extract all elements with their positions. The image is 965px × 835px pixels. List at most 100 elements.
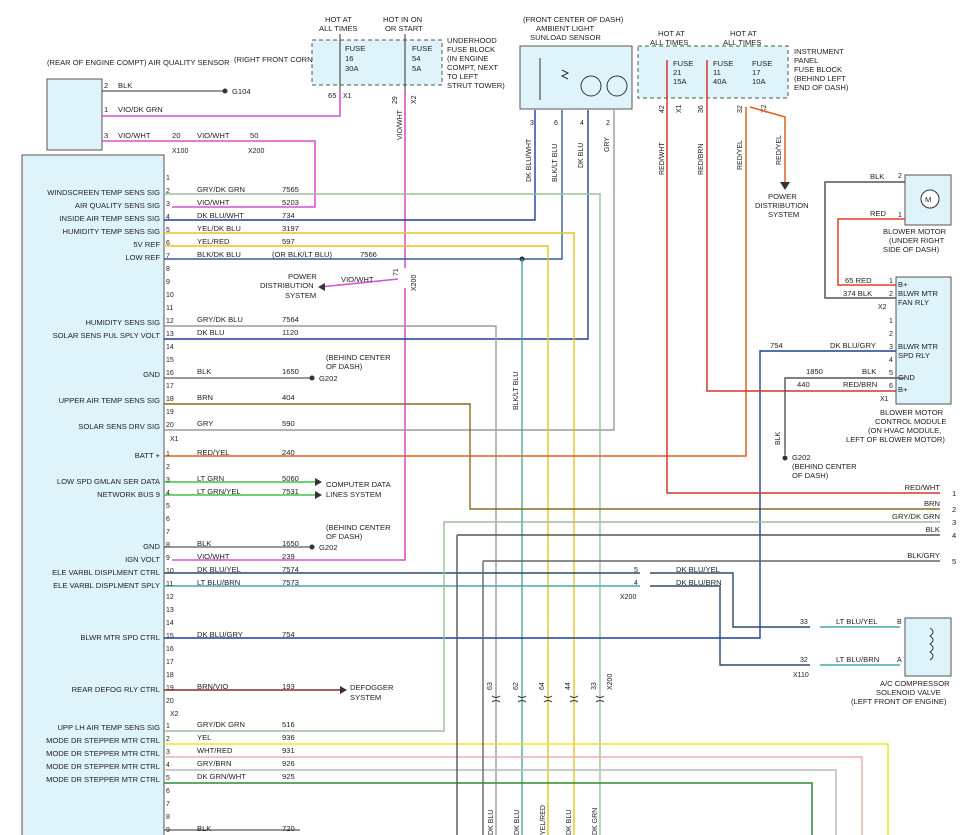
ecm-pin-label: IGN VOLT (125, 555, 160, 564)
ecm-pin-num: 1 (166, 723, 170, 730)
x200-pin-71: 71 (393, 268, 400, 276)
x200-pin-33: 33 (591, 682, 598, 690)
hot-all-times-1b: ALL TIMES (319, 24, 357, 33)
blk-lt-blu-vertical: BLK/LT BLU (513, 372, 520, 410)
sun-pin-4: 4 (580, 120, 584, 127)
behind-dash-c1: (BEHIND CENTER (792, 462, 857, 471)
sunload-title-1: (FRONT CENTER OF DASH) (523, 15, 624, 24)
arrow-icon-data-1 (315, 478, 322, 486)
bmcm-754: 754 (770, 341, 783, 350)
ecm-pin-num: 20 (166, 422, 174, 429)
wire-1850 (784, 377, 905, 455)
ecm-wire-circuit: 925 (282, 772, 295, 781)
ecm-pin-num: 8 (166, 542, 170, 549)
bmcm-pin-1b: 1 (889, 318, 893, 325)
wire-bm-red (837, 218, 905, 286)
bmcm-label-4: LEFT OF BLOWER MOTOR) (846, 435, 945, 444)
ecm-pin-num: 17 (166, 383, 174, 390)
fuse17-num: 17 (752, 68, 760, 77)
ecm-wire-color: LT GRN (197, 474, 224, 483)
wire-7564 (164, 325, 497, 835)
ecm-pin-num: 19 (166, 409, 174, 416)
bmcm-440-color: RED/BRN (843, 380, 877, 389)
ecm-pin-num: 13 (166, 331, 174, 338)
ecm-wire-color: BLK (197, 367, 211, 376)
ecm-wire-circuit: 404 (282, 393, 295, 402)
right-exit-num: 4 (952, 531, 956, 540)
ip-fuse-4: (BEHIND LEFT (794, 74, 846, 83)
aq-pin-1: 1 (104, 105, 108, 114)
ecm-pin-num: 4 (166, 762, 170, 769)
bmcm-spd-1: BLWR MTR (898, 342, 938, 351)
red-brn-vert: RED/BRN (698, 143, 705, 175)
ecm-wire-circuit: 7565 (282, 185, 299, 194)
photo-diode-icon-1 (580, 75, 602, 97)
power-dist-1b: DISTRIBUTION (260, 281, 314, 290)
ecm-wire-color: BRN (197, 393, 213, 402)
ecm-pin-num: 3 (166, 477, 170, 484)
underhood-label-4: COMPT, NEXT (447, 63, 498, 72)
behind-dash-c2: OF DASH) (792, 471, 829, 480)
ip-pin-42: 42 (659, 105, 666, 113)
behind-dash-b2: OF DASH) (326, 532, 363, 541)
ip-fuse-3: FUSE BLOCK (794, 65, 842, 74)
fuse17-amp: 10A (752, 77, 766, 86)
ecm-pin-label: MODE DR STEPPER MTR CTRL (46, 749, 160, 758)
ecm-pin-num: 11 (166, 305, 173, 312)
ecm-wire-circuit: 590 (282, 419, 295, 428)
aq-pin-3: 3 (104, 131, 108, 140)
ip-pin-32: 32 (737, 105, 744, 113)
ecm-wire-color: GRY/DK BLU (197, 315, 243, 324)
ecm-pin-num: 12 (166, 318, 174, 325)
ecm-pin-num: 7 (166, 801, 170, 808)
sun-wire-3-label: DK BLU/WHT (526, 138, 533, 182)
sunload-sensor (519, 45, 633, 110)
ecm-wire-color: BLK/DK BLU (197, 250, 241, 259)
photo-diode-icon-2 (606, 75, 628, 97)
bmcm-pin-6b: 6 (889, 383, 893, 390)
fuse21-amp: 15A (673, 77, 687, 86)
sun-wire-6-label: BLK/LT BLU (552, 144, 559, 182)
hot-on-start: HOT IN ON (383, 15, 422, 24)
bmcm-gnd: GND (898, 373, 915, 382)
bottom-label-5: DK GRN (592, 808, 599, 835)
sunload-title-3: SUNLOAD SENSOR (530, 33, 601, 42)
ecm-wire-color: DK BLU/YEL (197, 565, 241, 574)
fuse54-num: 54 (412, 54, 420, 63)
x200-label-c: X200 (620, 594, 636, 601)
power-dist-1a: POWER (288, 272, 317, 281)
wire-ign-lower (172, 288, 406, 561)
hot-on-start-b: OR START (385, 24, 423, 33)
ecm-pin-num: 19 (166, 685, 174, 692)
power-dist-vio-label: VIO/WHT (341, 275, 374, 284)
power-dist-2b: DISTRIBUTION (755, 201, 809, 210)
fuse17-label: FUSE (752, 59, 772, 68)
ecm-pin-num: 2 (166, 464, 170, 471)
ecm-pin-num: 14 (166, 344, 174, 351)
wire-to-power-dist (749, 106, 786, 185)
ecm-wire-color: BLK (197, 539, 211, 548)
x100-label: X100 (172, 148, 188, 155)
sun-wire-4-label: DK BLU (578, 143, 585, 168)
ecm-pin-num: 18 (166, 672, 174, 679)
ecm-wire-circuit: 754 (282, 630, 295, 639)
ecm-pin-num: 18 (166, 396, 174, 403)
ecm-pin-label: BLWR MTR SPD CTRL (80, 633, 160, 642)
arrow-icon-defog (340, 686, 347, 694)
behind-dash-b1: (BEHIND CENTER (326, 523, 391, 532)
sun-wire-2-label: GRY (604, 137, 611, 152)
ecm-wire-color: LT GRN/YEL (197, 487, 241, 496)
x1-label-a: X1 (343, 93, 352, 100)
ecm-wire-circuit: 7564 (282, 315, 299, 324)
ecm-pin-num: 5 (166, 227, 170, 234)
ecm-pin-label: GND (143, 542, 160, 551)
ecm-wire-color: GRY (197, 419, 213, 428)
bm-pin-1: 1 (898, 212, 902, 219)
red-yel-vert: RED/YEL (737, 140, 744, 170)
sunload-title-2: AMBIENT LIGHT (536, 24, 594, 33)
right-exit-label: BRN (924, 499, 940, 508)
ecm-wire-note: (OR BLK/LT BLU) (272, 250, 333, 259)
power-dist-1c: SYSTEM (285, 291, 316, 300)
bmcm-fan-1: BLWR MTR (898, 289, 938, 298)
